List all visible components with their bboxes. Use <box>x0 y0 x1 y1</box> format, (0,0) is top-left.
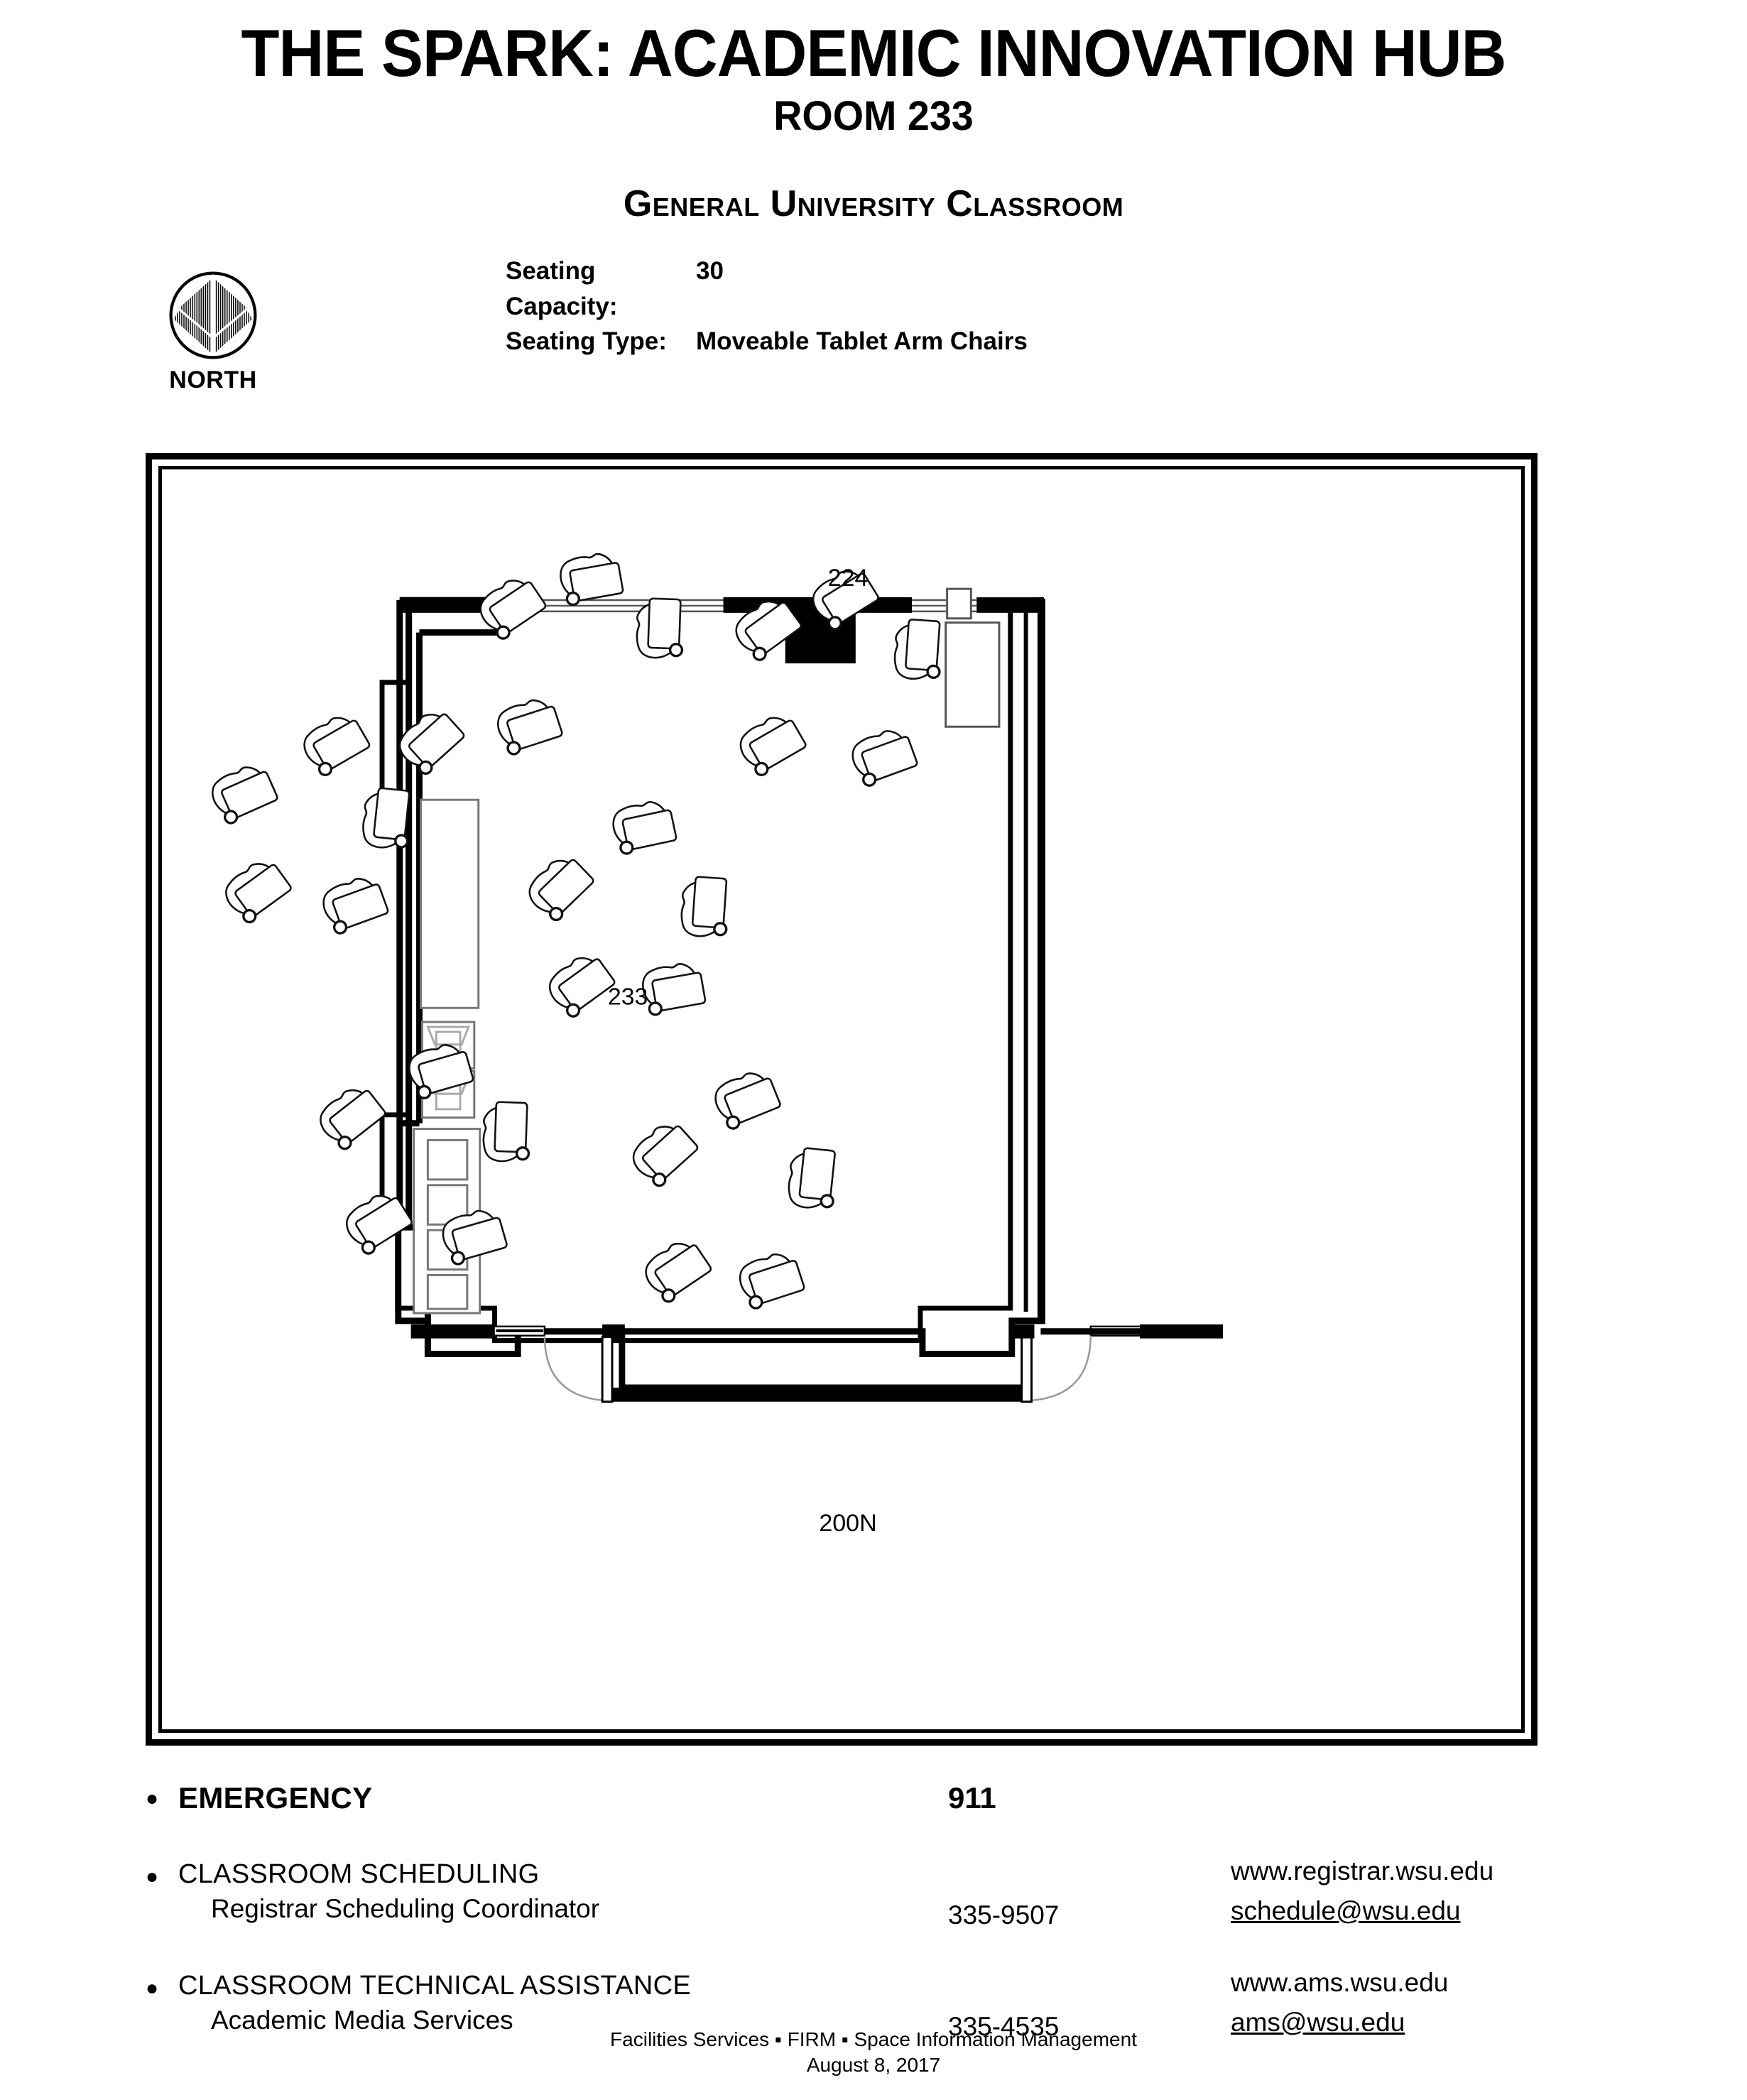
door-bottom-left <box>493 1325 603 1401</box>
chair <box>709 1065 784 1133</box>
header-detail-block: General University Classroom Seating Cap… <box>0 183 1747 367</box>
instructor-podium <box>945 621 1001 728</box>
classroom-type-title: General University Classroom <box>623 183 1124 224</box>
podium-monitor <box>946 587 972 620</box>
page-header: THE SPARK: ACADEMIC INNOVATION HUB ROOM … <box>0 0 1747 140</box>
chair <box>891 617 945 682</box>
bullet-icon: ● <box>146 1865 159 1888</box>
door-bottom-right <box>1033 1325 1143 1401</box>
chair <box>609 797 679 856</box>
right-wall <box>1023 597 1044 1323</box>
credits-line-1: Facilities Services ▪ FIRM ▪ Space Infor… <box>610 2028 1137 2050</box>
technical-sub: Academic Media Services <box>211 2006 513 2035</box>
chair <box>492 693 565 758</box>
spec-list: Seating Capacity: 30 Seating Type: Movea… <box>506 254 1028 359</box>
spec-value-seating-type: Moveable Tablet Arm Chairs <box>696 327 1028 356</box>
contact-scheduling: ● CLASSROOM SCHEDULING Registrar Schedul… <box>146 1856 1609 1930</box>
technical-phone: 335-4535 <box>948 2012 1060 2041</box>
contact-info-section: ● EMERGENCY 911 ● CLASSROOM SCHEDULING R… <box>146 1781 1609 2041</box>
corridor-label-north: 224 <box>827 565 869 592</box>
chair <box>847 723 920 790</box>
footer-credits: Facilities Services ▪ FIRM ▪ Space Infor… <box>0 2027 1747 2079</box>
floor-plan-inner-border <box>158 466 1525 1733</box>
floor-plan-frame: 233 224 200N <box>146 453 1538 1746</box>
chair <box>521 849 599 925</box>
spec-value-capacity: 30 <box>696 256 724 285</box>
chair <box>638 1233 715 1307</box>
chair <box>296 707 374 780</box>
room-subtitle: ROOM 233 <box>773 93 974 139</box>
chair <box>312 1079 390 1154</box>
left-wall-fixtures <box>413 798 481 1315</box>
emergency-number: 911 <box>948 1781 996 1815</box>
chair <box>481 1100 532 1164</box>
spec-label-seating-type: Seating Type: <box>506 327 667 356</box>
chair <box>634 597 685 660</box>
north-arrow-icon <box>169 271 257 359</box>
chair <box>785 1145 840 1212</box>
teaching-station <box>945 587 1001 728</box>
chair <box>205 758 281 827</box>
chair <box>391 702 469 779</box>
cabinet-door-1 <box>426 1138 469 1181</box>
scheduling-sub: Registrar Scheduling Coordinator <box>211 1894 600 1923</box>
page-title: THE SPARK: ACADEMIC INNOVATION HUB <box>241 16 1506 90</box>
chair <box>625 1114 702 1191</box>
scheduling-email[interactable]: schedule@wsu.edu <box>1231 1896 1461 1925</box>
bottom-wall <box>410 1324 1224 1403</box>
chairs-layer <box>205 549 945 1312</box>
scheduling-phone: 335-9507 <box>948 1900 1060 1930</box>
corridor-label-south: 200N <box>819 1510 877 1537</box>
chair <box>339 1185 416 1258</box>
credits-line-2: August 8, 2017 <box>806 2054 941 2077</box>
chair <box>638 959 708 1018</box>
scheduling-website[interactable]: www.registrar.wsu.edu <box>1231 1856 1494 1886</box>
emergency-label: EMERGENCY <box>178 1781 373 1815</box>
chair <box>317 871 391 937</box>
chair <box>678 874 731 940</box>
chair <box>217 852 295 927</box>
technical-label: CLASSROOM TECHNICAL ASSISTANCE <box>178 1971 692 2001</box>
room-number-label: 233 <box>608 984 648 1010</box>
scheduling-label: CLASSROOM SCHEDULING <box>178 1859 540 1889</box>
technical-email[interactable]: ams@wsu.edu <box>1231 2008 1405 2037</box>
chair <box>359 785 414 852</box>
spec-row-capacity: Seating Capacity: 30 <box>506 254 1028 324</box>
floor-plan-drawing: 233 <box>152 459 1531 1739</box>
contact-emergency: ● EMERGENCY 911 <box>146 1781 1609 1815</box>
bullet-icon: ● <box>146 1976 159 2000</box>
compass-label: NORTH <box>169 366 257 393</box>
chair <box>734 1247 807 1312</box>
chair <box>556 549 626 608</box>
chair <box>541 947 619 1022</box>
technical-website[interactable]: www.ams.wsu.edu <box>1231 1968 1449 1997</box>
counter-upper <box>420 798 480 1009</box>
north-compass: NORTH <box>159 268 267 394</box>
bullet-icon: ● <box>146 1787 159 1810</box>
spec-label-capacity: Seating Capacity: <box>506 256 618 320</box>
chair <box>733 707 810 780</box>
north-wall-column <box>723 597 913 664</box>
cabinet-door-4 <box>426 1274 469 1310</box>
spec-row-seating-type: Seating Type: Moveable Tablet Arm Chairs <box>506 324 1028 359</box>
contact-technical: ● CLASSROOM TECHNICAL ASSISTANCE Academi… <box>146 1968 1609 2041</box>
